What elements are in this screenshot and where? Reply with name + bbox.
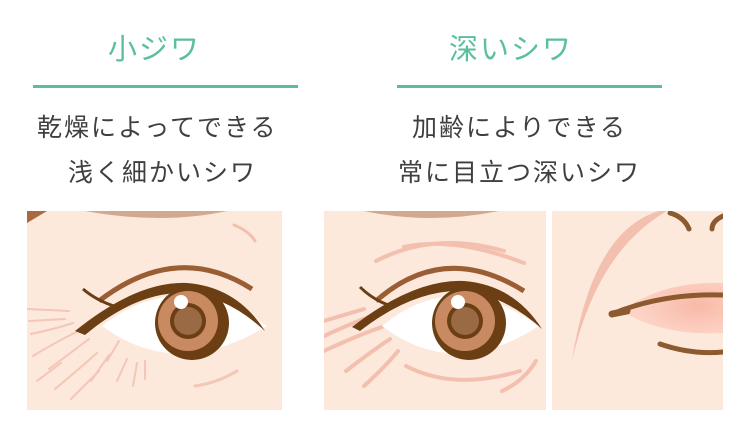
fine-wrinkles-title: 小ジワ [108,32,202,66]
deep-wrinkles-divider [397,85,662,88]
fine-wrinkles-eye-illustration [27,211,282,410]
fine-wrinkles-divider [33,85,298,88]
fine-wrinkles-desc-line2: 浅く細かいシワ [68,158,258,187]
deep-wrinkles-eye-illustration [324,211,546,410]
fine-wrinkles-desc-line1: 乾燥によってできる [37,113,278,142]
deep-wrinkles-desc-line2: 常に目立つ深いシワ [398,158,642,187]
deep-wrinkles-title: 深いシワ [449,32,574,66]
deep-wrinkles-mouth-illustration [552,211,723,410]
deep-wrinkles-desc-line1: 加齢によりできる [412,113,628,142]
